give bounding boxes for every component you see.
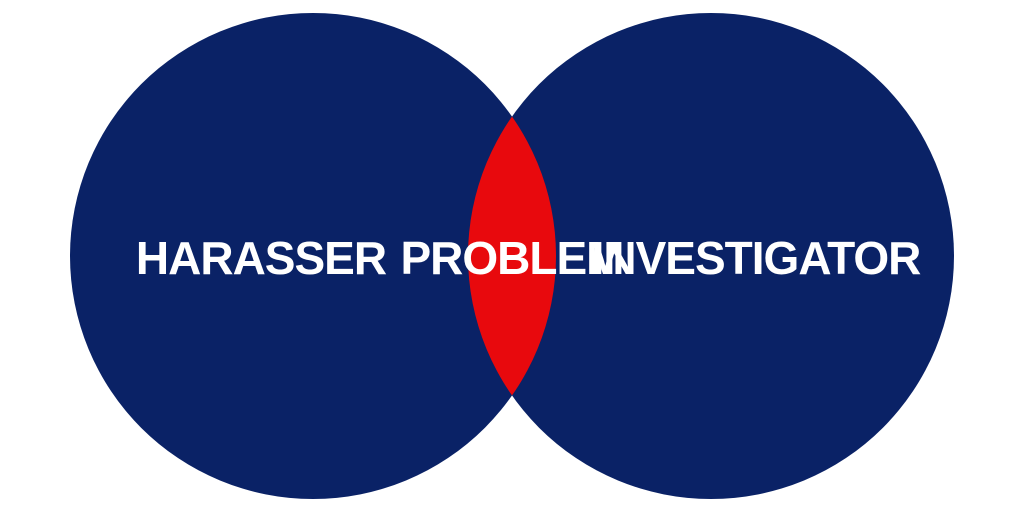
left-set-circle	[70, 13, 556, 499]
intersection-label: PROBLEM	[401, 232, 624, 284]
right-set-label: INVESTIGATOR	[592, 232, 922, 284]
right-set-circle	[468, 13, 954, 499]
left-set-label: HARASSER	[136, 232, 387, 284]
